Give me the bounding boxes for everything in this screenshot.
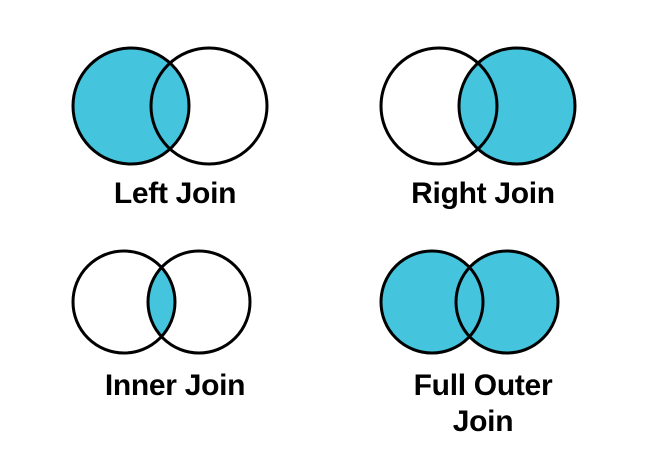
venn-inner-join bbox=[71, 249, 252, 355]
left-circle-outline bbox=[71, 46, 191, 166]
venn-left-join bbox=[71, 46, 269, 166]
join-cell-full-outer-join: Full Outer Join bbox=[328, 246, 638, 466]
join-label-full-outer-join: Full Outer Join bbox=[413, 369, 553, 438]
left-circle-fill bbox=[73, 251, 175, 353]
join-cell-inner-join: Inner Join bbox=[20, 246, 330, 426]
join-cell-left-join: Left Join bbox=[20, 44, 330, 224]
join-label-inner-join: Inner Join bbox=[104, 369, 246, 402]
left-circle-outline bbox=[71, 249, 177, 355]
right-circle-outline bbox=[454, 249, 560, 355]
left-circle-outline bbox=[379, 249, 485, 355]
right-circle-outline bbox=[146, 249, 252, 355]
venn-right-join bbox=[379, 46, 577, 166]
right-circle-fill bbox=[456, 251, 558, 353]
left-circle-fill bbox=[381, 251, 483, 353]
venn-full-outer-join bbox=[379, 249, 560, 355]
left-circle-outline bbox=[379, 46, 499, 166]
right-circle-fill bbox=[148, 251, 250, 353]
join-label-right-join: Right Join bbox=[411, 177, 555, 210]
right-circle-outline bbox=[457, 46, 577, 166]
join-label-left-join: Left Join bbox=[113, 177, 237, 210]
join-cell-right-join: Right Join bbox=[328, 44, 638, 224]
right-circle-outline bbox=[149, 46, 269, 166]
